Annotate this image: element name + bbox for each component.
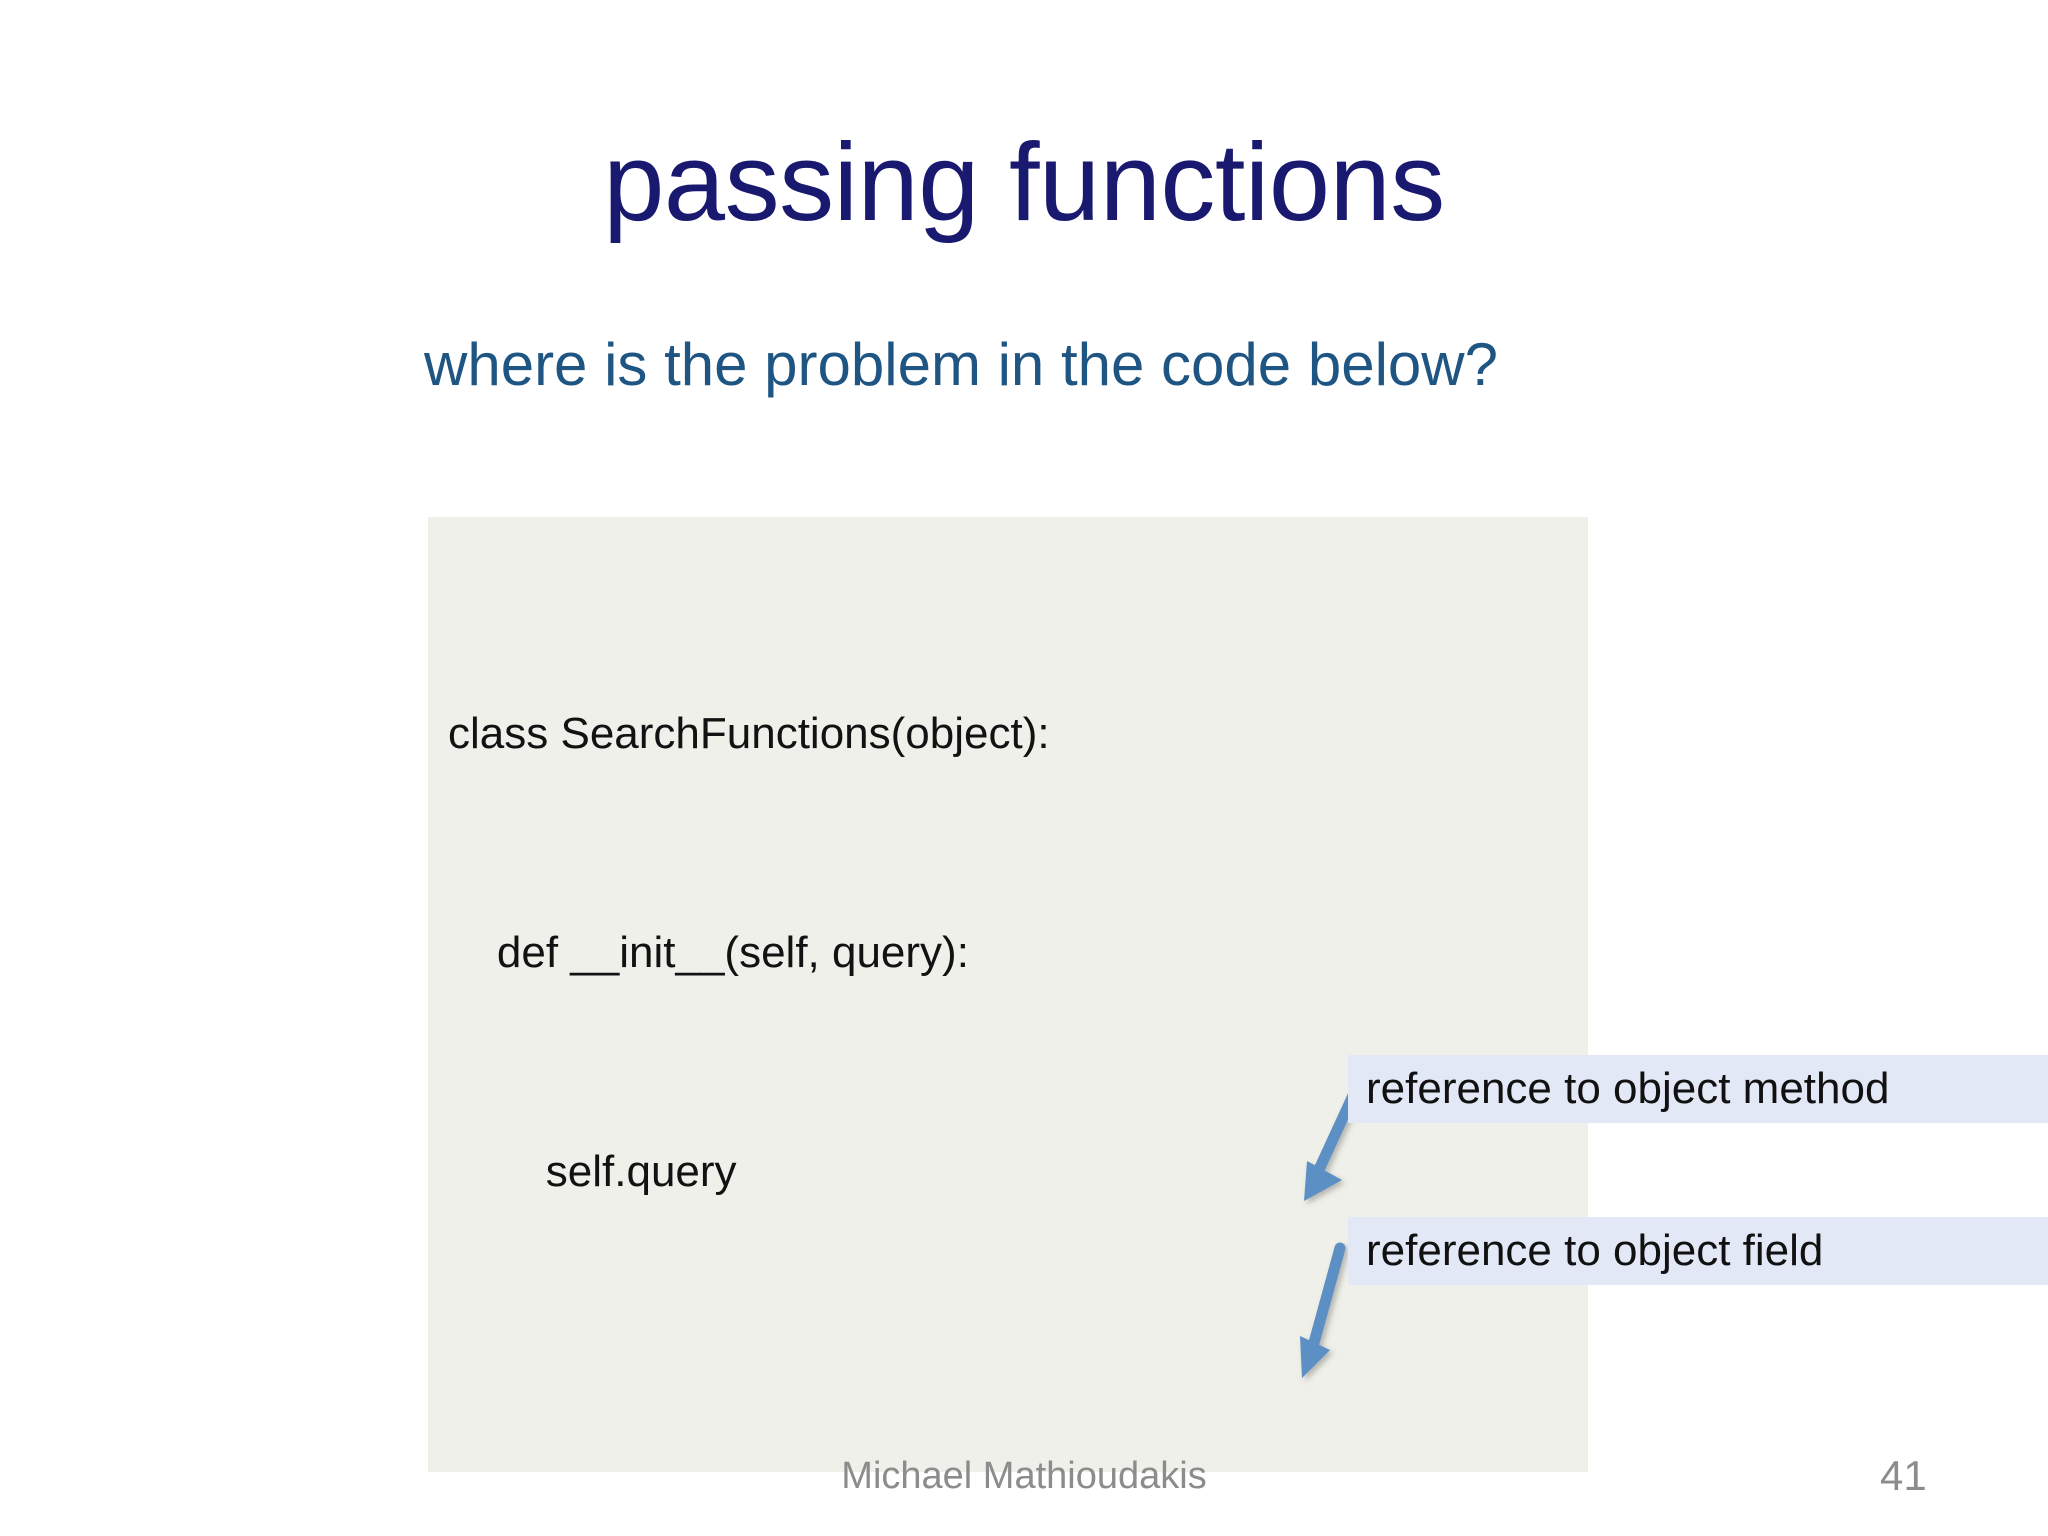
annotation-arrow-field-icon bbox=[1300, 1242, 1346, 1378]
annotation-label-object-method: reference to object method bbox=[1348, 1055, 2048, 1123]
footer-author: Michael Mathioudakis bbox=[841, 1455, 1207, 1497]
page-number: 41 bbox=[1880, 1452, 1927, 1499]
slide-subtitle: where is the problem in the code below? bbox=[424, 331, 1498, 398]
annotation-label-object-field: reference to object field bbox=[1348, 1217, 2048, 1285]
code-listing: class SearchFunctions(object): def __ini… bbox=[448, 551, 1588, 1536]
page-title: passing functions bbox=[603, 121, 1445, 244]
code-line: class SearchFunctions(object): bbox=[448, 709, 1050, 758]
code-block: class SearchFunctions(object): def __ini… bbox=[428, 517, 1588, 1472]
code-line: def __init__(self, query): bbox=[448, 928, 969, 977]
code-line: self.query bbox=[448, 1147, 737, 1196]
